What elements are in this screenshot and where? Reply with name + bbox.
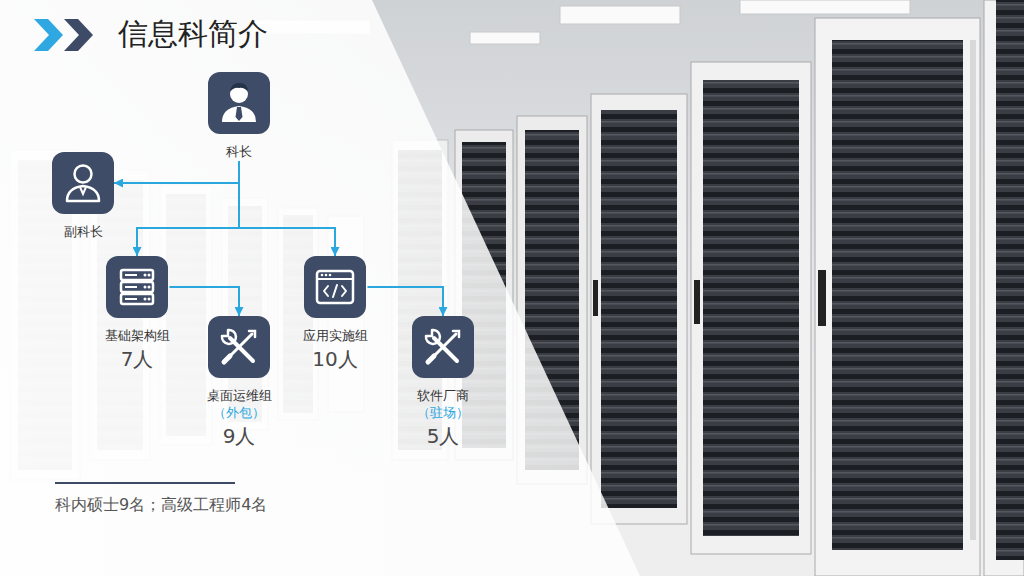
unit-icon: [208, 316, 270, 378]
count-text: 9人: [223, 424, 256, 448]
unit-icon: [208, 72, 270, 134]
count-text: 10人: [312, 347, 357, 371]
icon-glyph: [304, 256, 366, 318]
name-text: 科长: [226, 144, 252, 161]
unit-icon: [106, 256, 168, 318]
unit-icon: [412, 316, 474, 378]
connector-arrow: [114, 161, 239, 183]
connector-arrow: [170, 287, 240, 316]
org-unit: 应用实施组 10人: [303, 256, 368, 371]
name-text: 软件厂商: [417, 388, 469, 405]
unit-icon: [52, 152, 114, 214]
divider-line: [55, 482, 235, 484]
org-unit: 软件厂商（驻场） 5人: [412, 316, 474, 448]
org-unit: 副科长: [52, 152, 114, 241]
sub-text: （驻场）: [417, 405, 469, 422]
chevron-icon: [34, 19, 63, 51]
connector-arrow: [239, 161, 335, 256]
unit-icon: [304, 256, 366, 318]
icon-glyph: [52, 152, 114, 214]
chevron-icon: [64, 19, 93, 51]
org-unit: 桌面运维组（外包） 9人: [207, 316, 272, 448]
icon-glyph: [208, 316, 270, 378]
name-text: 应用实施组: [303, 328, 368, 345]
name-text: 桌面运维组: [207, 388, 272, 405]
name-text: 副科长: [64, 224, 103, 241]
connector-arrow: [368, 287, 444, 316]
icon-glyph: [412, 316, 474, 378]
icon-glyph: [106, 256, 168, 318]
org-unit: 科长: [208, 72, 270, 161]
sub-text: （外包）: [213, 405, 265, 422]
org-unit: 基础架构组 7人: [105, 256, 170, 371]
count-text: 7人: [121, 347, 154, 371]
page-title: 信息科简介: [118, 14, 268, 55]
name-text: 基础架构组: [105, 328, 170, 345]
connector-arrow: [137, 161, 239, 256]
icon-glyph: [208, 72, 270, 134]
count-text: 5人: [427, 424, 460, 448]
note-text: 科内硕士9名；高级工程师4名: [55, 495, 267, 516]
